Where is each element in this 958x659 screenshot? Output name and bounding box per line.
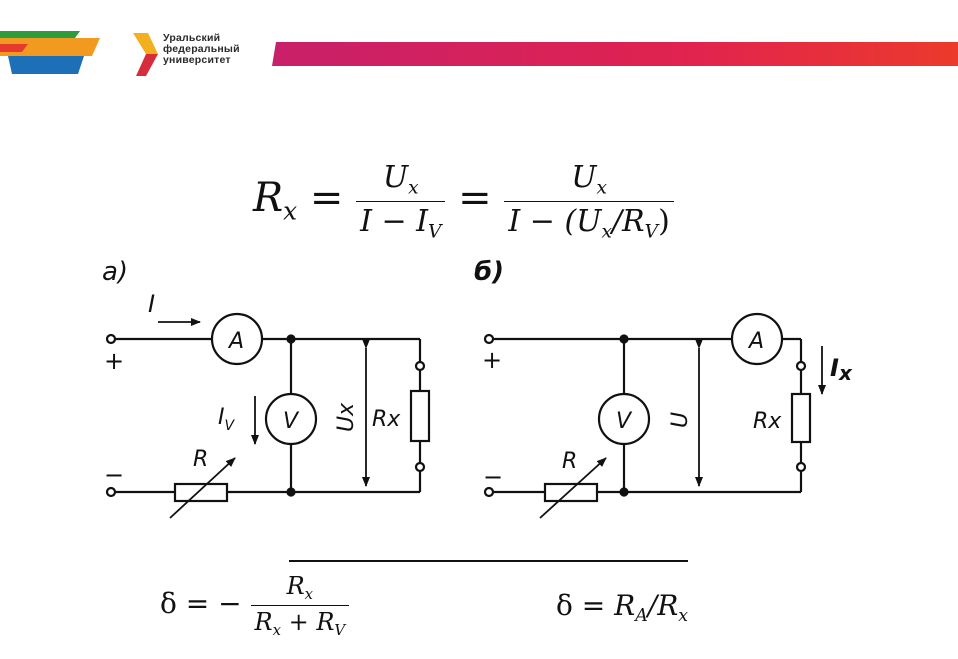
university-logo-mark <box>133 33 158 76</box>
terminal-rx-bottom-b <box>795 461 807 473</box>
equals-sign-2: = <box>458 175 492 221</box>
delta-a-numerator-sub: x <box>304 585 314 604</box>
circuit-b: б) + A Rx Ix V <box>474 257 853 519</box>
stripe-red-left <box>0 44 28 52</box>
equals-sign: = <box>309 175 344 221</box>
delta-b-slash: /R <box>647 589 679 622</box>
ammeter-a-label: A <box>227 329 244 354</box>
stripe-green <box>0 31 80 38</box>
delta-a-lhs: δ = − <box>160 587 242 621</box>
terminal-minus-a <box>105 486 117 498</box>
frac2-den-sub1: x <box>601 221 612 242</box>
logo-line-1: Уральский <box>163 32 221 44</box>
delta-a-den-sub1: x <box>272 621 281 640</box>
delta-formula-a: δ = − Rx Rx + RV <box>160 572 350 640</box>
plus-sign-b: + <box>482 346 502 374</box>
voltmeter-a-label: V <box>283 409 300 434</box>
rx-label-b: Rx <box>753 409 782 434</box>
frac2-den-b: /R <box>611 203 645 239</box>
logo-line-2: федеральный <box>163 43 240 55</box>
terminal-plus-b <box>483 333 495 345</box>
delta-a-den-sub2: V <box>334 621 346 640</box>
frac1-numerator-sub: x <box>408 177 419 199</box>
delta-a-numerator: R <box>286 572 305 600</box>
ux-label: Ux <box>334 402 359 432</box>
stripe-blue <box>8 56 84 74</box>
diagram-a-label: а) <box>102 257 128 287</box>
frac1-denominator-sub: V <box>428 221 442 242</box>
ammeter-b-label: A <box>747 329 764 354</box>
frac2-numerator-sub: x <box>596 177 607 199</box>
main-formula: Rx = Ux I − IV = Ux I − (Ux/RV) <box>253 160 674 242</box>
rheostat-a-label: R <box>193 447 208 472</box>
minus-sign-a: − <box>104 461 124 489</box>
frac2-den-a: I − (U <box>508 203 602 239</box>
stripe-orange <box>0 38 100 56</box>
frac1-denominator: I − I <box>360 203 428 239</box>
voltmeter-b-label: V <box>616 409 633 434</box>
delta-b-r-sub: A <box>635 606 648 627</box>
delta-a-den-a: R <box>254 608 273 637</box>
separator-line <box>289 560 688 562</box>
rheostat-a-arrow <box>169 457 236 519</box>
terminal-rx-bottom-a <box>414 461 426 473</box>
circuit-diagrams: а) I + A V IV Ux <box>102 257 853 519</box>
fraction-1: Ux I − IV <box>356 160 446 242</box>
frac2-numerator: U <box>571 160 597 195</box>
header-banner <box>0 31 958 76</box>
rheostat-b <box>543 482 599 503</box>
delta-a-den-b: + R <box>280 608 335 637</box>
rheostat-b-arrow <box>539 457 607 519</box>
terminal-rx-top-a <box>414 360 426 372</box>
delta-b-x-sub: x <box>678 606 689 627</box>
rx-label-a: Rx <box>372 407 401 432</box>
delta-a-fraction: Rx Rx + RV <box>250 572 350 640</box>
stripe-magenta <box>272 42 958 66</box>
frac1-numerator: U <box>382 160 409 195</box>
circuit-a: а) I + A V IV Ux <box>102 257 431 519</box>
current-i-label: I <box>148 290 155 318</box>
frac2-den-sub2: V <box>644 221 659 242</box>
delta-b-r: R <box>614 589 636 622</box>
ix-label: Ix <box>830 354 853 385</box>
formula-rx: R <box>253 175 284 221</box>
formula-rx-sub: x <box>283 196 298 226</box>
delta-formula-b: δ = RA/Rx <box>556 589 688 626</box>
fraction-2: Ux I − (Ux/RV) <box>504 160 674 242</box>
iv-label: IV <box>218 405 236 434</box>
minus-sign-b: − <box>483 463 503 491</box>
logo-line-3: университет <box>163 54 231 66</box>
plus-sign-a: + <box>104 347 124 375</box>
delta-b-lhs: δ = <box>556 589 615 622</box>
resistor-rx-b <box>790 392 812 444</box>
university-logo-text: Уральский федеральный университет <box>163 33 240 66</box>
diagram-b-label: б) <box>474 257 504 287</box>
rheostat-a <box>173 482 229 503</box>
rheostat-b-label: R <box>562 449 577 474</box>
frac2-den-c: ) <box>658 203 670 239</box>
terminal-plus-a <box>105 333 117 345</box>
u-label: U <box>668 412 693 428</box>
terminal-rx-top-b <box>795 360 807 372</box>
resistor-rx-a <box>409 389 431 443</box>
